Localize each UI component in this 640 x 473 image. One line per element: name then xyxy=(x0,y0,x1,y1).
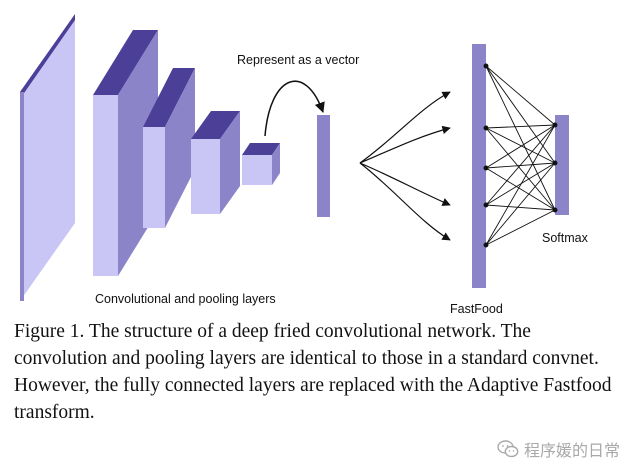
softmax-bar xyxy=(555,115,569,215)
fc-connection xyxy=(485,124,556,169)
fully-connected-lines xyxy=(483,63,558,248)
input-layer xyxy=(20,14,75,301)
watermark-text: 程序媛的日常 xyxy=(523,441,620,460)
fc-connection xyxy=(485,127,556,211)
fastfood-node xyxy=(483,242,489,248)
fc-connection xyxy=(485,204,556,211)
wechat-icon xyxy=(497,440,519,458)
fc-connection xyxy=(485,127,556,164)
fastfood-bar xyxy=(472,44,486,288)
fc-connection xyxy=(485,209,556,246)
fc-connection xyxy=(485,124,556,129)
pooling-layer-2 xyxy=(242,143,280,185)
conv-layers-label: Convolutional and pooling layers xyxy=(95,292,276,306)
fastfood-node xyxy=(483,63,489,69)
fastfood-node xyxy=(483,165,489,171)
fc-connection xyxy=(485,65,556,164)
fanout-arrows xyxy=(359,91,451,241)
fastfood-node xyxy=(483,125,489,131)
softmax-node xyxy=(552,122,558,128)
conv-layer-2 xyxy=(143,68,195,228)
fastfood-node xyxy=(483,202,489,208)
fc-connection xyxy=(485,124,556,206)
fc-connection xyxy=(485,167,556,211)
softmax-node xyxy=(552,207,558,213)
fc-connection xyxy=(485,162,556,206)
fc-connection xyxy=(485,65,556,211)
softmax-label: Softmax xyxy=(542,231,589,245)
softmax-node xyxy=(552,160,558,166)
vector-bar xyxy=(317,115,330,217)
vector-arrow xyxy=(264,80,325,137)
vector-label: Represent as a vector xyxy=(237,53,359,67)
watermark: 程序媛的日常 xyxy=(497,437,620,461)
network-diagram: Represent as a vector Convolutional and … xyxy=(20,14,589,316)
fc-connection xyxy=(485,162,556,246)
fastfood-label: FastFood xyxy=(450,302,503,316)
fc-connection xyxy=(485,124,556,246)
pooling-layer-1 xyxy=(191,111,240,214)
fc-connection xyxy=(485,65,556,126)
figure-caption: Figure 1. The structure of a deep fried … xyxy=(14,321,612,423)
